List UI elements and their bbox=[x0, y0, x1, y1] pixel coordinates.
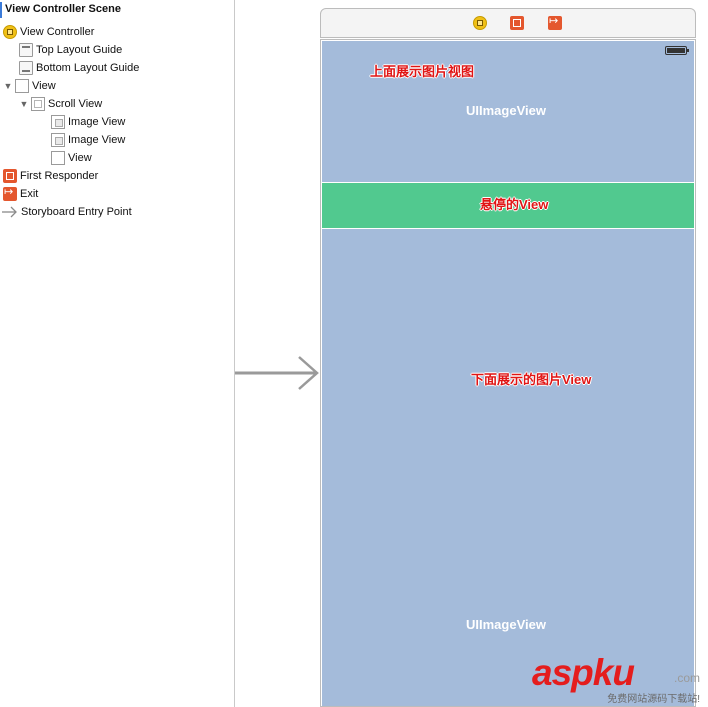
sticky-caption: 悬停的View bbox=[480, 197, 549, 212]
view-controller-icon[interactable] bbox=[473, 16, 487, 30]
scroll-view-icon bbox=[31, 97, 45, 111]
exit-icon bbox=[3, 185, 17, 201]
document-outline: View Controller Scene View Controller To… bbox=[0, 0, 235, 707]
outline-item-label: View Controller bbox=[20, 26, 95, 38]
storyboard-canvas[interactable]: 上面展示图片视图 UIImageView 悬停的View 下面展示的图片View… bbox=[235, 0, 708, 707]
outline-item-view[interactable]: View bbox=[51, 149, 92, 167]
root-view[interactable]: 上面展示图片视图 UIImageView 悬停的View 下面展示的图片View… bbox=[320, 39, 696, 707]
top-image-caption: 上面展示图片视图 bbox=[370, 64, 475, 79]
scene-title[interactable]: View Controller Scene bbox=[5, 3, 121, 15]
outline-item-label: View bbox=[68, 152, 92, 164]
outline-item-label: Bottom Layout Guide bbox=[36, 62, 140, 74]
disclosure-triangle-icon[interactable]: ▼ bbox=[3, 81, 13, 91]
outline-item-top-layout-guide[interactable]: Top Layout Guide bbox=[19, 41, 122, 59]
exit-icon[interactable] bbox=[548, 14, 562, 30]
entry-point-icon bbox=[2, 205, 18, 219]
outline-item-label: View bbox=[32, 80, 56, 92]
bottom-image-view[interactable]: 下面展示的图片View UIImageView bbox=[322, 229, 694, 706]
outline-item-label: Top Layout Guide bbox=[36, 44, 123, 56]
view-icon bbox=[15, 79, 29, 93]
outline-item-image-view[interactable]: Image View bbox=[51, 131, 125, 149]
outline-item-label: Image View bbox=[68, 116, 126, 128]
watermark-tagline: 免费网站源码下载站! bbox=[607, 694, 700, 705]
outline-item-first-responder[interactable]: First Responder bbox=[3, 167, 98, 185]
outline-item-storyboard-entry-point[interactable]: Storyboard Entry Point bbox=[2, 203, 132, 221]
disclosure-triangle-icon[interactable]: ▼ bbox=[19, 99, 29, 109]
view-controller-icon bbox=[3, 25, 17, 39]
sticky-view[interactable]: 悬停的View bbox=[322, 183, 694, 228]
scene-dock bbox=[320, 8, 696, 38]
outline-item-image-view[interactable]: Image View bbox=[51, 113, 125, 131]
outline-item-exit[interactable]: Exit bbox=[3, 185, 38, 203]
first-responder-icon[interactable] bbox=[510, 16, 524, 30]
top-layout-guide-icon bbox=[19, 43, 33, 57]
storyboard-entry-arrow-icon[interactable] bbox=[235, 355, 321, 391]
outline-item-view-controller[interactable]: View Controller bbox=[3, 23, 94, 41]
outline-item-label: Scroll View bbox=[48, 98, 103, 110]
bottom-image-label: UIImageView bbox=[466, 617, 546, 632]
outline-item-label: Storyboard Entry Point bbox=[21, 206, 132, 218]
image-view-icon bbox=[51, 133, 65, 147]
top-image-view[interactable]: 上面展示图片视图 UIImageView bbox=[322, 41, 694, 182]
bottom-image-caption: 下面展示的图片View bbox=[471, 372, 592, 387]
outline-item-label: Image View bbox=[68, 134, 126, 146]
watermark-brand-rest: spku bbox=[551, 652, 635, 693]
top-image-label: UIImageView bbox=[466, 103, 546, 118]
view-controller-frame[interactable]: 上面展示图片视图 UIImageView 悬停的View 下面展示的图片View… bbox=[320, 8, 696, 707]
first-responder-icon bbox=[3, 169, 17, 183]
watermark-tld: .com bbox=[673, 671, 700, 685]
view-icon bbox=[51, 151, 65, 165]
battery-icon bbox=[665, 46, 689, 55]
watermark-brand: aspku bbox=[532, 652, 635, 693]
outline-item-scroll-view[interactable]: ▼ Scroll View bbox=[19, 95, 102, 113]
outline-item-bottom-layout-guide[interactable]: Bottom Layout Guide bbox=[19, 59, 139, 77]
outline-item-label: Exit bbox=[20, 188, 39, 200]
site-watermark: aspku .com 免费网站源码下载站! bbox=[532, 652, 702, 706]
scene-accent-bar bbox=[0, 2, 2, 18]
outline-item-label: First Responder bbox=[20, 170, 99, 182]
bottom-layout-guide-icon bbox=[19, 61, 33, 75]
outline-item-view[interactable]: ▼ View bbox=[3, 77, 56, 95]
watermark-brand-a: a bbox=[532, 652, 553, 693]
image-view-icon bbox=[51, 115, 65, 129]
